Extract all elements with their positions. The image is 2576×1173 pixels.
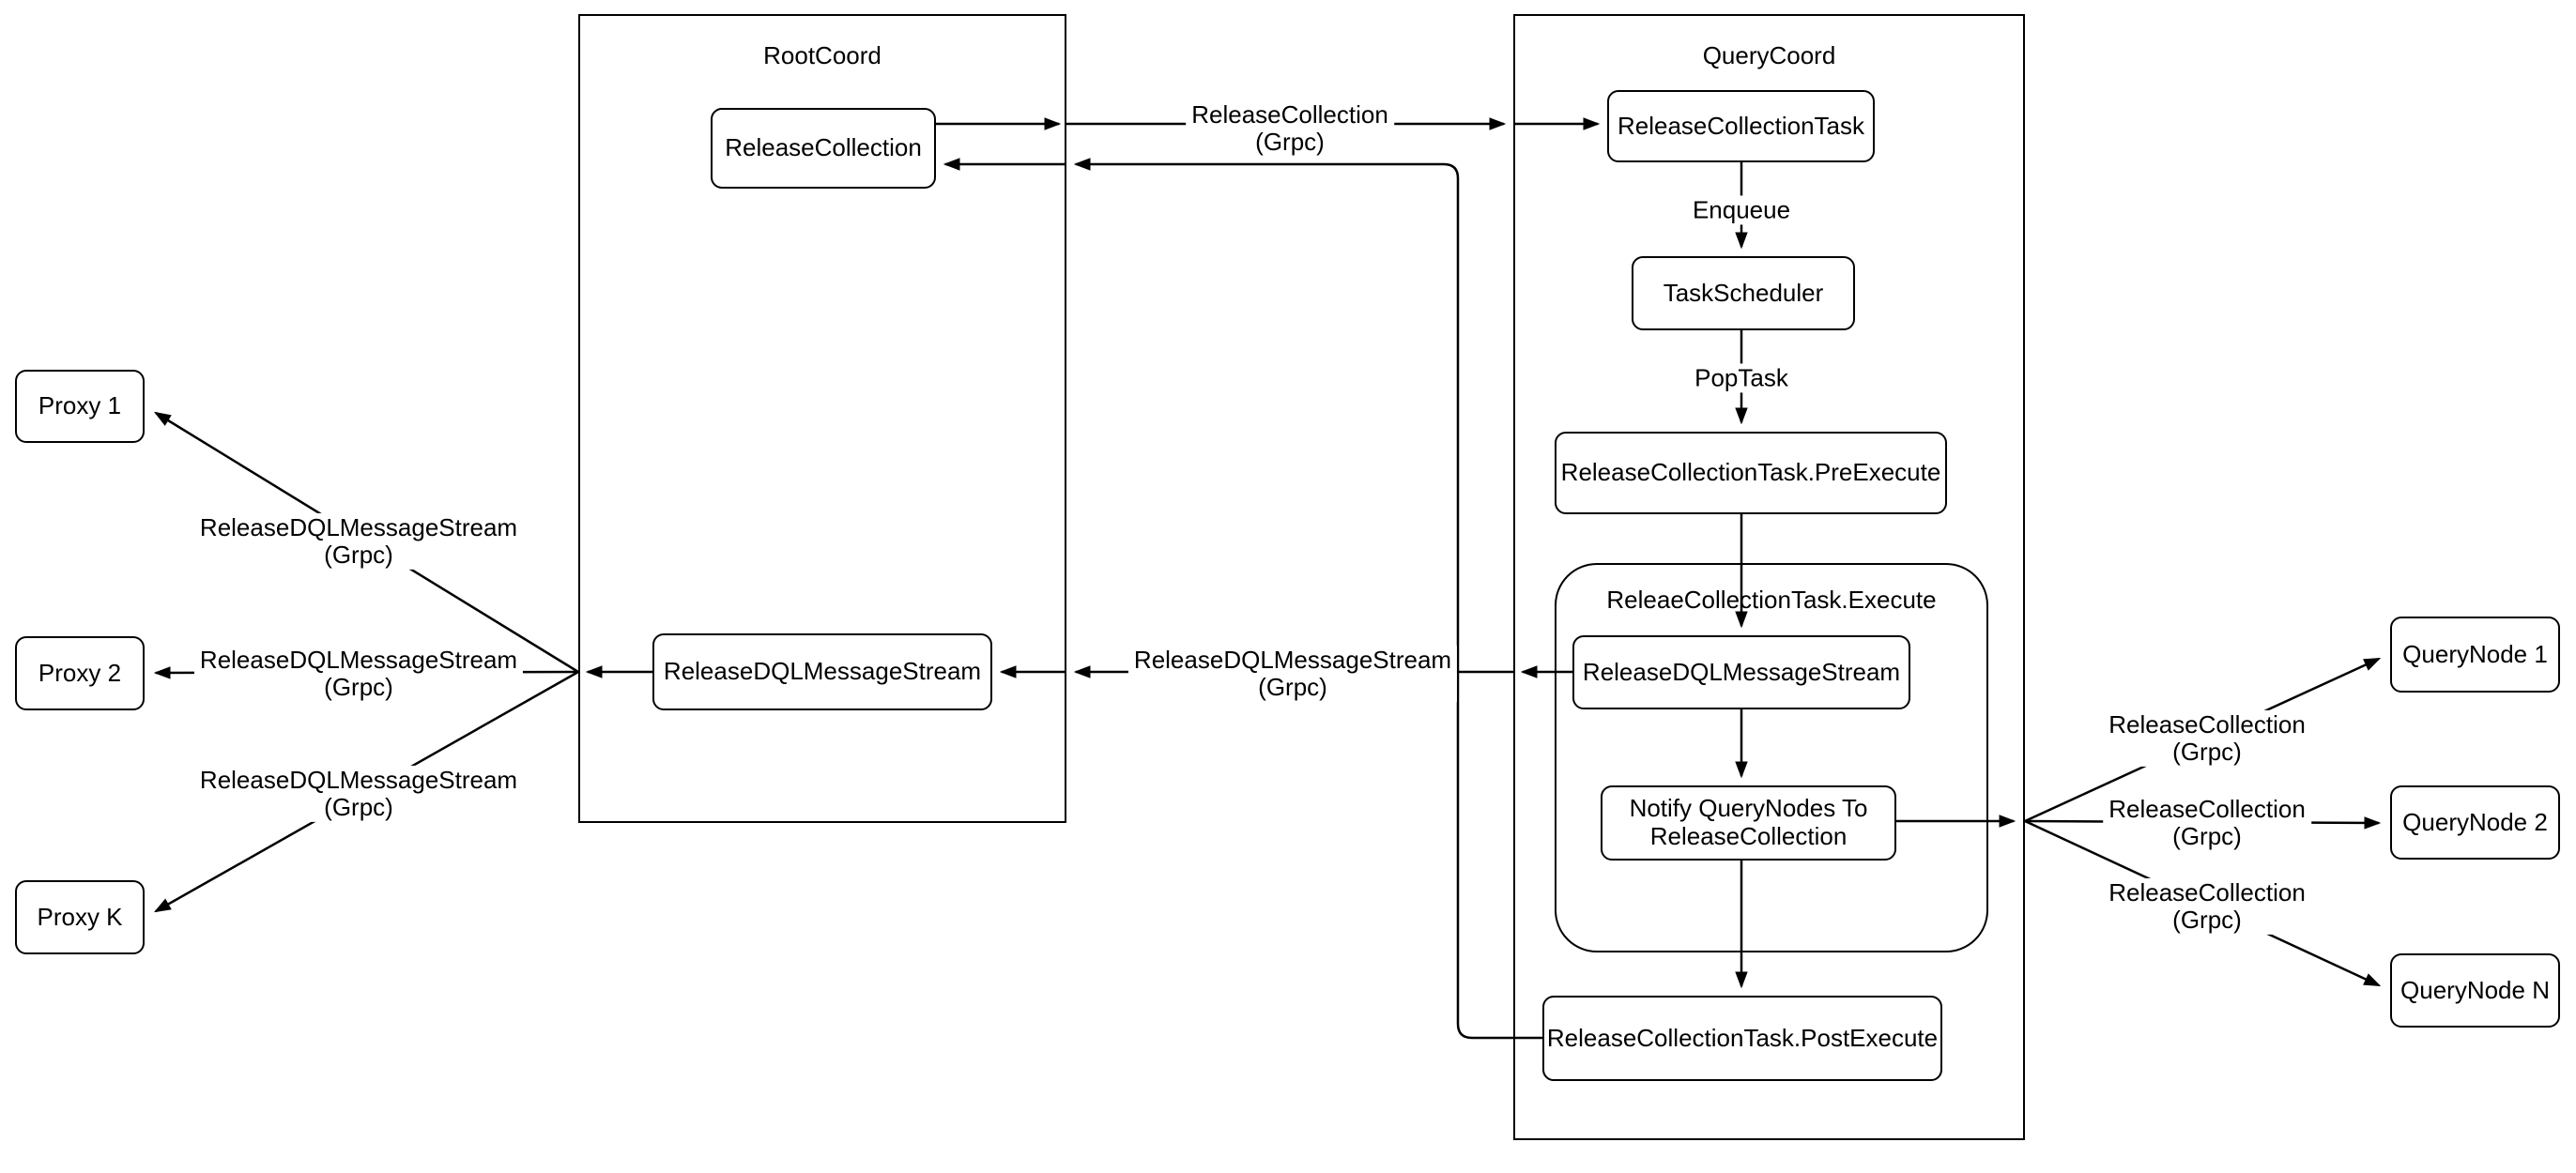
edge-label-line1: ReleaseCollection (2108, 794, 2306, 823)
node-querynode-1: QueryNode 1 (2390, 617, 2560, 693)
rootcoord-container (578, 14, 1066, 823)
node-notify-querynodes: Notify QueryNodes To ReleaseCollection (1601, 785, 1896, 861)
node-exec-release-dql-label: ReleaseDQLMessageStream (1582, 657, 1901, 686)
node-proxy-1: Proxy 1 (15, 370, 145, 443)
edge-label-line2: (Grpc) (1255, 128, 1325, 156)
node-querynode-2-label: QueryNode 2 (2402, 807, 2548, 836)
querycoord-container (1513, 14, 2025, 1140)
edge-label-enqueue: Enqueue (1686, 195, 1797, 225)
edge-label-line1: ReleaseDQLMessageStream (199, 512, 518, 541)
edge-label-line2: (Grpc) (1258, 673, 1327, 701)
node-release-collection-label: ReleaseCollection (725, 133, 922, 162)
node-release-collection-task-label: ReleaseCollectionTask (1617, 111, 1865, 140)
node-task-scheduler-label: TaskScheduler (1663, 278, 1824, 307)
edge-label-line1: ReleaseCollection (1191, 99, 1388, 129)
edge-label-line2: (Grpc) (324, 793, 393, 821)
node-release-collection: ReleaseCollection (711, 108, 936, 189)
arrow-postexecute-return-path (1076, 164, 1542, 1040)
edge-label-line1: ReleaseCollection (2108, 709, 2306, 739)
execute-group-container (1555, 563, 1988, 952)
edge-label-line2: (Grpc) (2172, 738, 2242, 766)
node-pre-execute-label: ReleaseCollectionTask.PreExecute (1560, 458, 1941, 487)
node-post-execute-label: ReleaseCollectionTask.PostExecute (1546, 1023, 1939, 1052)
node-task-scheduler: TaskScheduler (1632, 256, 1855, 330)
rootcoord-title: RootCoord (763, 41, 882, 69)
edge-label-line1: ReleaseDQLMessageStream (199, 645, 518, 674)
edge-label-line1: ReleaseDQLMessageStream (1133, 645, 1452, 674)
edge-label-poptask: PopTask (1689, 363, 1794, 393)
node-proxy-2-label: Proxy 2 (38, 658, 122, 687)
node-querynode-n: QueryNode N (2390, 953, 2560, 1028)
execute-group-title: ReleaeCollectionTask.Execute (1606, 586, 1937, 614)
edge-label-release-dql-grpc-mid: ReleaseDQLMessageStream (Grpc) (1127, 645, 1458, 703)
node-proxy-2: Proxy 2 (15, 636, 145, 710)
node-pre-execute: ReleaseCollectionTask.PreExecute (1555, 432, 1947, 514)
edge-label-line1: ReleaseDQLMessageStream (199, 765, 518, 794)
edge-label-release-collection-grpc-right-mid: ReleaseCollection (Grpc) (2103, 794, 2311, 852)
edge-label-release-collection-grpc-top: ReleaseCollection (Grpc) (1186, 99, 1394, 158)
node-proxy-1-label: Proxy 1 (38, 391, 122, 420)
node-querynode-2: QueryNode 2 (2390, 785, 2560, 860)
edge-label-line2: (Grpc) (324, 673, 393, 701)
edge-label-release-collection-grpc-right-bottom: ReleaseCollection (Grpc) (2103, 877, 2311, 936)
edge-label-line2: (Grpc) (2172, 822, 2242, 850)
node-querynode-1-label: QueryNode 1 (2402, 639, 2548, 668)
edge-label-release-collection-grpc-right-top: ReleaseCollection (Grpc) (2103, 709, 2311, 768)
node-post-execute: ReleaseCollectionTask.PostExecute (1542, 996, 1942, 1081)
node-querynode-n-label: QueryNode N (2400, 975, 2550, 1004)
edge-label-line2: (Grpc) (324, 541, 393, 569)
edge-label-release-dql-grpc-left-bottom: ReleaseDQLMessageStream (Grpc) (193, 765, 524, 823)
node-proxy-k-label: Proxy K (37, 902, 123, 931)
edge-label-release-dql-grpc-left-top: ReleaseDQLMessageStream (Grpc) (193, 512, 524, 571)
node-release-collection-task: ReleaseCollectionTask (1607, 90, 1875, 162)
edge-label-line1: ReleaseCollection (2108, 877, 2306, 906)
edge-label-line2: (Grpc) (2172, 906, 2242, 934)
node-notify-querynodes-label: Notify QueryNodes To ReleaseCollection (1629, 794, 1868, 850)
node-exec-release-dql-message-stream: ReleaseDQLMessageStream (1572, 635, 1910, 709)
node-root-release-dql-message-stream: ReleaseDQLMessageStream (652, 633, 992, 710)
node-proxy-k: Proxy K (15, 880, 145, 954)
edge-label-release-dql-grpc-left-mid: ReleaseDQLMessageStream (Grpc) (193, 645, 524, 703)
node-root-release-dql-label: ReleaseDQLMessageStream (663, 657, 982, 686)
querycoord-title: QueryCoord (1702, 41, 1836, 69)
